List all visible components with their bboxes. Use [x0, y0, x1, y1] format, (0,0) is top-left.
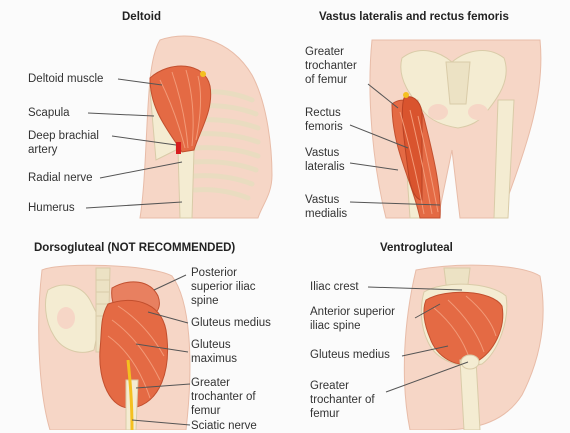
label-humerus: Humerus — [28, 202, 75, 214]
dorso-figure — [38, 264, 191, 430]
vastus-title: Vastus lateralis and rectus femoris — [319, 11, 509, 23]
dorso-acetabulum — [57, 307, 75, 329]
ventro-figure — [403, 264, 544, 430]
label-gluteus-medius-dorso: Gluteus medius — [191, 317, 271, 329]
deltoid-fibers — [159, 69, 202, 149]
obturator-left — [428, 104, 448, 120]
ventro-title: Ventrogluteal — [380, 242, 453, 254]
label-deltoid-muscle: Deltoid muscle — [28, 73, 104, 85]
label-radial-nerve: Radial nerve — [28, 172, 93, 184]
ventro-trochanter — [460, 354, 480, 370]
label-greater-trochanter-vastus: Greater trochanter of femur — [305, 46, 357, 86]
label-vastus-lateralis: Vastus lateralis — [305, 147, 345, 173]
deltoid-figure — [139, 35, 273, 219]
vastus-figure — [369, 39, 542, 219]
label-sciatic-nerve: Sciatic nerve — [191, 420, 257, 432]
dorso-fibers — [107, 305, 165, 399]
leader-lines — [85, 78, 469, 426]
rectus-femoris-shape — [401, 96, 423, 201]
label-iliac-crest: Iliac crest — [310, 281, 359, 293]
vastus-site-marker — [403, 92, 409, 98]
ventro-femur — [459, 359, 481, 430]
vastus-fibers — [399, 109, 439, 215]
label-gluteus-maximus: Gluteus maximus — [191, 339, 238, 365]
label-deep-brachial-artery: Deep brachial artery — [28, 130, 99, 156]
label-posterior-superior-iliac-spine: Posterior superior iliac spine — [191, 267, 256, 307]
label-anterior-superior-iliac-spine: Anterior superior iliac spine — [310, 306, 396, 332]
label-greater-trochanter-ventro: Greater trochanter of femur — [310, 380, 375, 420]
ribcage — [191, 89, 261, 201]
obturator-right — [468, 104, 488, 120]
deltoid-site-marker — [200, 71, 206, 77]
label-vastus-medialis: Vastus medialis — [305, 194, 348, 220]
label-rectus-femoris: Rectus femoris — [305, 107, 343, 133]
humerus-bone — [177, 149, 195, 219]
label-scapula: Scapula — [28, 107, 70, 119]
deep-brachial-artery-mark — [176, 142, 181, 154]
dorso-title: Dorsogluteal (NOT RECOMMENDED) — [34, 242, 236, 254]
femur-right — [493, 99, 515, 219]
ventro-fibers — [433, 295, 497, 361]
label-gluteus-medius-ventro: Gluteus medius — [310, 349, 390, 361]
deltoid-title: Deltoid — [122, 11, 161, 23]
label-greater-trochanter-dorso: Greater trochanter of femur — [191, 377, 256, 417]
sacrum — [445, 61, 471, 105]
deltoid-muscle-shape — [149, 65, 212, 153]
sciatic-nerve-shape — [126, 359, 134, 430]
